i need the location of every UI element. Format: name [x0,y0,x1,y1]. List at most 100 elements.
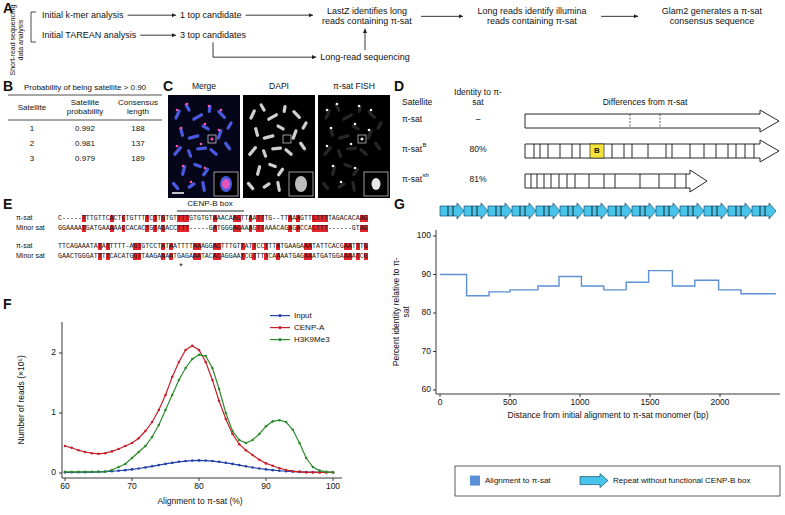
data-point [225,461,228,464]
repeat-arrow [680,203,704,219]
data-point [251,454,254,457]
base: G [58,253,62,260]
repeat-arrow [584,203,608,219]
repeat-mark [645,206,646,216]
repeat-mark [573,206,574,216]
data-point [278,469,281,472]
data-point [137,451,140,454]
difference-mark [745,144,746,158]
base: T [98,253,102,260]
data-line [65,355,333,473]
data-point [171,461,174,464]
data-point [271,420,274,423]
repeat-mark [477,206,478,216]
base: G [78,253,82,260]
difference-mark [675,174,676,188]
data-point [164,463,167,466]
fish-image-merge [168,95,240,198]
base: A [264,225,268,232]
base: T [114,243,118,250]
base: G [86,253,90,260]
data-point [231,430,234,433]
panel-letter: G [394,196,405,212]
flow-step: Initial k-mer analysis [40,9,126,21]
repeat-mark [592,206,593,216]
tick [132,478,133,481]
tick-label: 100 [326,482,340,492]
difference-mark [624,144,625,158]
base: A [332,215,336,222]
base: A [348,253,352,260]
step-text: Glam2 generates a π-sat consensus sequen… [642,6,782,27]
data-point [131,468,134,471]
flow-arrow [421,16,463,17]
data-point [171,376,174,379]
group-label: Short-read sequencing data analysis [9,0,25,80]
repeat-mark [640,206,641,216]
repeat-mark [568,206,569,216]
tick-label: 1500 [641,398,660,408]
satellite-arrow [525,140,779,162]
data-point [178,379,181,382]
base: G [205,215,209,222]
base: T [137,215,141,222]
tick [433,351,436,352]
data-point [204,361,207,364]
repeat-mark [693,206,694,216]
base: - [197,225,201,232]
base: A [102,225,106,232]
data-point [191,358,194,361]
base: T [280,243,284,250]
data-point [144,445,147,448]
panel-letter: D [394,78,404,94]
base: G [189,215,193,222]
base: T [217,225,221,232]
data-point [298,442,301,445]
sequence: C-----TTTGTTCACTCTGTTTTCTTGTGTTTTGTGTGTA… [58,214,368,223]
base: T [252,253,256,260]
flow-step: Glam2 generates a π-sat consensus sequen… [640,5,784,28]
base: G [364,243,368,250]
base: A [296,253,300,260]
identity-value: 81% [469,175,486,185]
base: G [364,215,368,222]
difference-mark [754,144,755,158]
base: C [304,225,308,232]
base: T [260,225,264,232]
base: G [62,225,66,232]
repeat-mark [501,206,502,216]
base: A [237,253,241,260]
data-point [91,452,94,455]
repeat-arrow [608,203,632,219]
flow-step: Initial TAREAN analysis [40,29,138,41]
base: T [106,243,110,250]
data-point [111,450,114,453]
base: T [241,253,245,260]
repeat-mark [448,206,449,216]
data-point [245,465,248,468]
data-point [238,439,241,442]
base: T [98,215,102,222]
base: G [161,225,165,232]
table-cell: 189 [131,154,144,163]
data-point [77,471,80,474]
data-point [124,463,127,466]
base: T [90,243,94,250]
tick-label: 2000 [711,398,730,408]
base: A [145,253,149,260]
base: - [328,225,332,232]
repeat-arrow [752,203,776,219]
base: C [225,215,229,222]
fish-image-dapi [243,95,315,198]
base: G [58,225,62,232]
data-point [104,470,107,473]
base: T [82,225,86,232]
base: A [276,253,280,260]
base: A [233,225,237,232]
base: A [78,243,82,250]
difference-mark [716,144,717,158]
data-point [238,464,241,467]
base: T [98,243,102,250]
base: A [165,225,169,232]
base: A [90,225,94,232]
